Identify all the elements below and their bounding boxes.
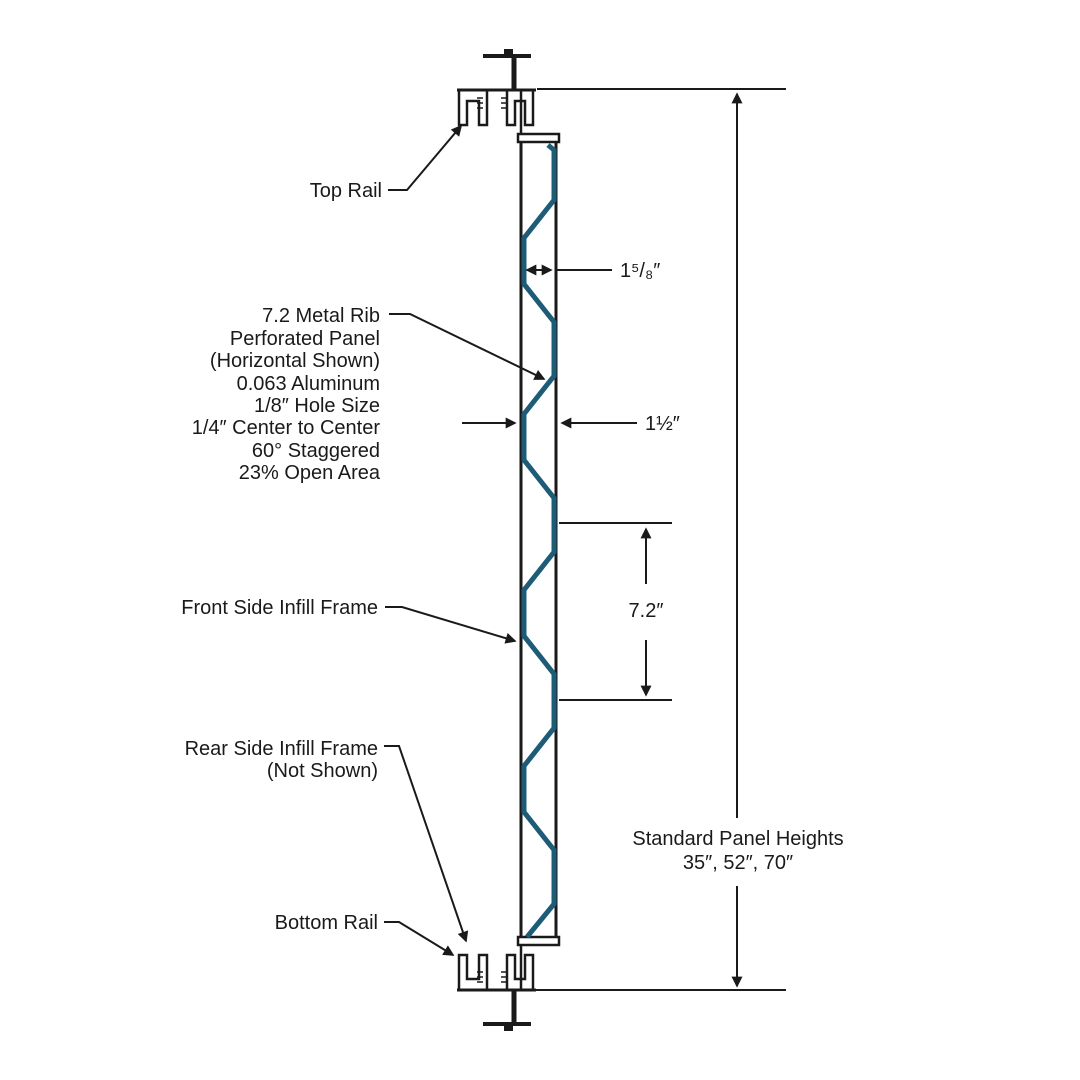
dimension-rib-spacing: 7.2″ bbox=[559, 522, 672, 701]
bottom-rail-leader-arrow bbox=[384, 921, 455, 956]
metal-rib-zigzag bbox=[521, 143, 557, 939]
panel-heights-title: Standard Panel Heights bbox=[632, 828, 843, 850]
dimension-panel-height: Standard Panel Heights 35″, 52″, 70″ bbox=[535, 88, 844, 991]
top-rail-leader-arrow bbox=[388, 124, 463, 191]
callouts: Top Rail 7.2 Metal Rib Perforated Panel … bbox=[181, 124, 546, 956]
spec-line-5: 1/8″ Hole Size bbox=[254, 395, 380, 417]
panel-spec-block: 7.2 Metal Rib Perforated Panel (Horizont… bbox=[192, 305, 381, 484]
panel-top-cap bbox=[516, 132, 561, 144]
top-rail-label: Top Rail bbox=[310, 180, 382, 202]
spec-line-6: 1/4″ Center to Center bbox=[192, 417, 381, 439]
dimension-panel-thickness: 1½″ bbox=[462, 413, 680, 435]
bottom-rail-profile bbox=[457, 935, 561, 1031]
top-rail-profile bbox=[457, 49, 561, 144]
spec-line-8: 23% Open Area bbox=[239, 462, 381, 484]
bottom-rail-label: Bottom Rail bbox=[275, 912, 378, 934]
rib-depth-label: 1⁵/₈″ bbox=[620, 260, 660, 282]
spec-line-2: Perforated Panel bbox=[230, 328, 380, 350]
top-rail-clip-block bbox=[504, 49, 513, 54]
spec-line-3: (Horizontal Shown) bbox=[210, 350, 380, 372]
bottom-rail-serrations bbox=[477, 971, 507, 983]
top-rail-serrations bbox=[477, 97, 507, 109]
bottom-rail-left-channel bbox=[457, 953, 489, 990]
rear-infill-label-2: (Not Shown) bbox=[267, 760, 378, 782]
rib-spacing-label: 7.2″ bbox=[629, 600, 664, 622]
panel-section bbox=[519, 142, 558, 939]
spec-line-1: 7.2 Metal Rib bbox=[262, 305, 380, 327]
bottom-rail-clip-block bbox=[504, 1026, 513, 1031]
panel-bottom-cap bbox=[516, 935, 561, 947]
spec-line-7: 60° Staggered bbox=[252, 440, 380, 462]
spec-line-4: 0.063 Aluminum bbox=[237, 373, 380, 395]
dimension-rib-depth: 1⁵/₈″ bbox=[525, 260, 660, 282]
thickness-label: 1½″ bbox=[645, 413, 680, 435]
spec-leader-arrow bbox=[389, 313, 546, 380]
front-infill-leader-arrow bbox=[385, 606, 517, 644]
panel-heights-values: 35″, 52″, 70″ bbox=[683, 852, 793, 874]
bottom-rail-right-channel bbox=[505, 953, 535, 990]
front-infill-label: Front Side Infill Frame bbox=[181, 597, 378, 619]
rear-infill-label-1: Rear Side Infill Frame bbox=[185, 738, 378, 760]
rear-infill-leader-arrow bbox=[384, 745, 469, 943]
